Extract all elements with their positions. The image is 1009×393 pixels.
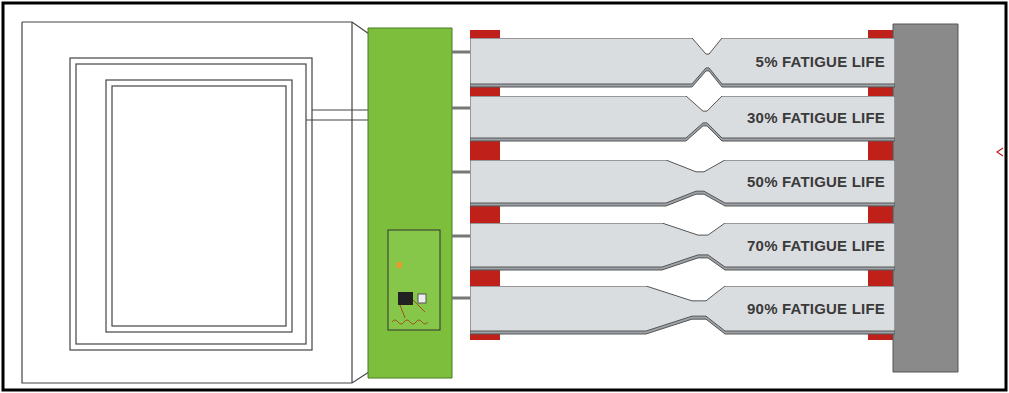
- strip-label: 90% FATIGUE LIFE: [747, 300, 885, 317]
- fatigue-fuse-strip: 5% FATIGUE LIFE: [470, 38, 895, 88]
- transponder-module: [388, 230, 440, 330]
- strip-label: 70% FATIGUE LIFE: [747, 237, 885, 254]
- pcb-board: [368, 28, 452, 378]
- strip-face: [470, 223, 895, 267]
- common-bar: [893, 24, 958, 372]
- strip-face: [470, 96, 895, 138]
- lead-wire: [452, 52, 472, 298]
- frame-border: [3, 3, 1006, 390]
- fatigue-fuse-strip: 90% FATIGUE LIFE: [470, 286, 895, 335]
- fatigue-fuse-strip: 30% FATIGUE LIFE: [470, 96, 895, 142]
- strip-label: 50% FATIGUE LIFE: [747, 173, 885, 190]
- strip-label: 5% FATIGUE LIFE: [756, 53, 885, 70]
- strip-label: 30% FATIGUE LIFE: [747, 109, 885, 126]
- fatigue-fuse-strip: 70% FATIGUE LIFE: [470, 223, 895, 271]
- strip-face: [470, 286, 895, 331]
- pointer-mark: [997, 148, 1003, 156]
- antenna-coil: [22, 22, 372, 383]
- fatigue-fuse-strip: 50% FATIGUE LIFE: [470, 160, 895, 207]
- strip-face: [470, 38, 895, 84]
- strip-face: [470, 160, 895, 203]
- clamp-block: [470, 30, 900, 340]
